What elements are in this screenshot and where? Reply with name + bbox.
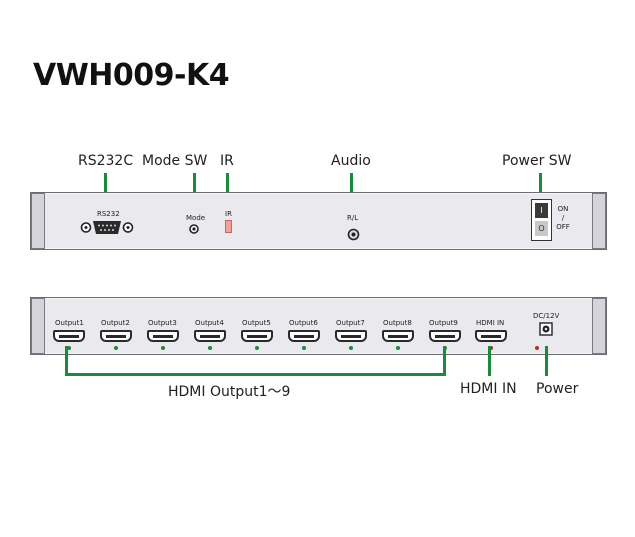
- callout-line-hdmi-in: [488, 346, 491, 376]
- dc-jack-icon: [539, 322, 553, 336]
- power-switch-off: O: [535, 221, 548, 236]
- output2-label: Output2: [101, 319, 130, 327]
- callout-line-power: [545, 346, 548, 376]
- callout-line-ir: [226, 173, 229, 199]
- output6-led: [302, 346, 306, 350]
- rear-panel-left-flange: [31, 298, 45, 354]
- callout-power-sw: Power SW: [502, 153, 572, 169]
- output4-port-icon: [194, 330, 226, 342]
- callout-mode-sw: Mode SW: [142, 153, 208, 169]
- front-panel-left-flange: [31, 193, 45, 249]
- output9-label: Output9: [429, 319, 458, 327]
- callout-line-rs232c: [104, 173, 107, 199]
- mode-button-icon[interactable]: [189, 224, 199, 234]
- callout-hdmi-output: HDMI Output1～9: [168, 384, 291, 400]
- slash-text: /: [561, 214, 565, 222]
- ir-label: IR: [225, 210, 232, 218]
- audio-label: R/L: [347, 214, 359, 222]
- output7-label: Output7: [336, 319, 365, 327]
- power-switch[interactable]: I O: [531, 199, 552, 241]
- callout-bracket-left: [65, 346, 68, 376]
- callout-line-audio: [350, 173, 353, 199]
- callout-bracket-bottom: [65, 373, 446, 376]
- callout-line-mode-sw: [193, 173, 196, 199]
- hdmi-in-led: [489, 346, 493, 350]
- hdmi-in-port-icon: [475, 330, 507, 342]
- power-switch-on: I: [535, 203, 548, 218]
- output7-led: [349, 346, 353, 350]
- output5-led: [255, 346, 259, 350]
- on-text: ON: [557, 205, 569, 213]
- output9-port-icon: [429, 330, 461, 342]
- rear-panel: Output1 Output2 Output3 Output4 Output5 …: [30, 297, 607, 355]
- callout-power: Power: [536, 381, 579, 397]
- power-led: [535, 346, 539, 350]
- callout-bracket-right: [443, 346, 446, 376]
- rs232-port-icon: [80, 221, 134, 234]
- output1-label: Output1: [55, 319, 84, 327]
- output8-port-icon: [382, 330, 414, 342]
- callout-ir: IR: [220, 153, 234, 169]
- rear-panel-right-flange: [592, 298, 606, 354]
- output3-port-icon: [147, 330, 179, 342]
- output2-port-icon: [100, 330, 132, 342]
- output8-led: [396, 346, 400, 350]
- page-title: VWH009-K4: [33, 58, 230, 93]
- output7-port-icon: [335, 330, 367, 342]
- output5-label: Output5: [242, 319, 271, 327]
- output1-port-icon: [53, 330, 85, 342]
- output6-label: Output6: [289, 319, 318, 327]
- output4-label: Output4: [195, 319, 224, 327]
- front-panel-right-flange: [592, 193, 606, 249]
- output4-led: [208, 346, 212, 350]
- ir-window: [225, 220, 232, 233]
- output5-port-icon: [241, 330, 273, 342]
- output1-led: [67, 346, 71, 350]
- front-panel: RS232 Mode IR R/L I O ON / OFF: [30, 192, 607, 250]
- callout-audio: Audio: [331, 153, 371, 169]
- audio-jack-icon: [347, 228, 360, 241]
- hdmi-in-label: HDMI IN: [476, 319, 505, 327]
- power-switch-legend: ON / OFF: [555, 205, 571, 232]
- dc-12v-label: DC/12V: [533, 312, 560, 320]
- output2-led: [114, 346, 118, 350]
- callout-hdmi-in: HDMI IN: [460, 381, 517, 397]
- off-text: OFF: [556, 223, 570, 231]
- mode-label: Mode: [186, 214, 206, 222]
- callout-rs232c: RS232C: [78, 153, 134, 169]
- output3-label: Output3: [148, 319, 177, 327]
- output3-led: [161, 346, 165, 350]
- callout-line-power-sw: [539, 173, 542, 199]
- output6-port-icon: [288, 330, 320, 342]
- rs232-label: RS232: [97, 210, 120, 218]
- output8-label: Output8: [383, 319, 412, 327]
